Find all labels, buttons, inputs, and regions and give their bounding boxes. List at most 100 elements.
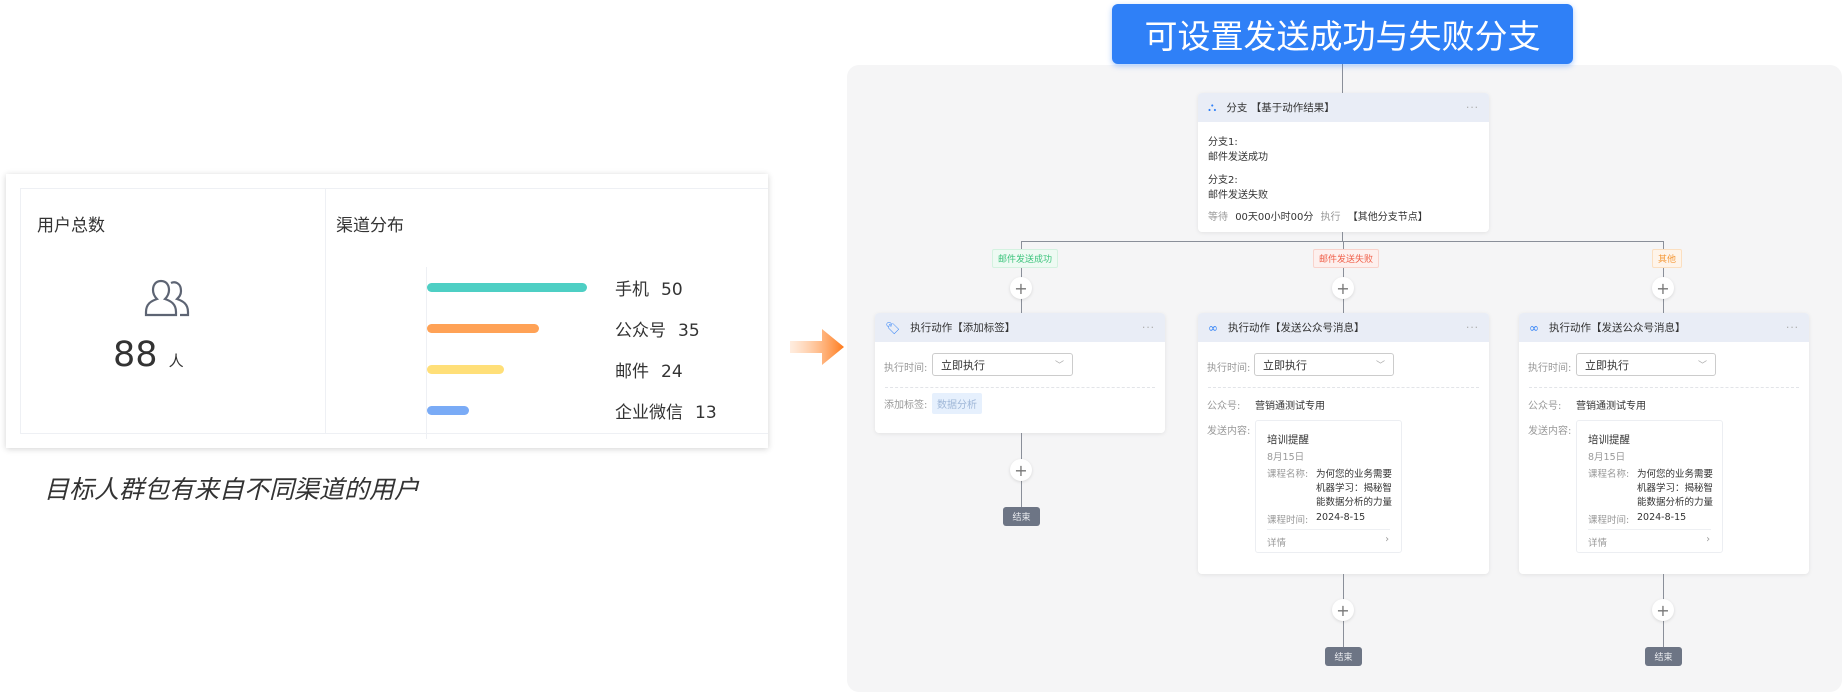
bar-label: 公众号 35 bbox=[615, 316, 700, 341]
action-send-message-node[interactable]: ∞ 执行动作【发送公众号消息】 ··· 执行时间: 立即执行 ﹀ 公众号: 营销通测试… bbox=[1198, 313, 1489, 574]
more-icon[interactable]: ··· bbox=[1141, 321, 1155, 334]
exec-time-select[interactable]: 立即执行 ﹀ bbox=[932, 353, 1073, 376]
course-line: 机器学习：揭秘智 bbox=[1316, 483, 1393, 494]
node-title: 执行动作【发送公众号消息】 bbox=[1549, 322, 1686, 334]
bar-公众号 bbox=[427, 324, 539, 333]
end-node[interactable]: 结束 bbox=[1325, 647, 1362, 666]
channel-distribution-title: 渠道分布 bbox=[336, 216, 404, 236]
add-node-button[interactable]: + bbox=[1332, 277, 1354, 299]
arrow-right-icon bbox=[790, 327, 846, 371]
total-count: 88 bbox=[113, 335, 158, 375]
branch-node-title: 分支 【基于动作结果】 bbox=[1226, 102, 1335, 114]
wechat-icon: ∞ bbox=[1208, 320, 1218, 335]
node-title: 执行动作【发送公众号消息】 bbox=[1228, 322, 1365, 334]
caption: 目标人群包有来自不同渠道的用户 bbox=[44, 475, 420, 504]
exec-time-label: 执行时间: bbox=[1207, 363, 1251, 374]
account-value: 营销通测试专用 bbox=[1576, 401, 1646, 412]
more-icon[interactable]: ··· bbox=[1785, 321, 1799, 334]
select-value: 立即执行 bbox=[941, 358, 985, 372]
course-time-label: 课程时间: bbox=[1588, 515, 1630, 526]
msg-title: 培训提醒 bbox=[1588, 434, 1630, 446]
account-label: 公众号: bbox=[1207, 401, 1241, 412]
end-node[interactable]: 结束 bbox=[1003, 507, 1040, 526]
course-time-label: 课程时间: bbox=[1267, 515, 1309, 526]
wait-value: 00天00小时00分 bbox=[1235, 212, 1314, 223]
exec-time-label: 执行时间: bbox=[1528, 363, 1572, 374]
course-line: 机器学习：揭秘智 bbox=[1637, 483, 1714, 494]
action-add-tag-node[interactable]: 🏷︎ 执行动作【添加标签】 ··· 执行时间: 立即执行 ﹀ 添加标签: 数据分析 bbox=[875, 313, 1165, 433]
chevron-down-icon: ﹀ bbox=[1054, 361, 1064, 371]
course-line: 为何您的业务需要 bbox=[1637, 469, 1714, 480]
banner-title: 可设置发送成功与失败分支 bbox=[1112, 4, 1573, 64]
detail-link[interactable]: 详情 bbox=[1267, 538, 1287, 549]
end-node[interactable]: 结束 bbox=[1645, 647, 1682, 666]
action-send-message-node[interactable]: ∞ 执行动作【发送公众号消息】 ··· 执行时间: 立即执行 ﹀ 公众号: 营销通测试… bbox=[1519, 313, 1809, 574]
total-unit: 人 bbox=[168, 352, 184, 370]
bar-手机 bbox=[427, 283, 587, 292]
account-label: 公众号: bbox=[1528, 401, 1562, 412]
course-time-value: 2024-8-15 bbox=[1637, 512, 1687, 523]
bar-邮件 bbox=[427, 365, 504, 374]
add-node-button[interactable]: + bbox=[1652, 599, 1674, 621]
message-preview[interactable]: 培训提醒 8月15日 课程名称: 为何您的业务需要 机器学习：揭秘智 能数据分析… bbox=[1576, 420, 1723, 553]
value-label: 13 bbox=[695, 403, 717, 423]
category-label: 邮件 bbox=[615, 362, 649, 382]
detail-link[interactable]: 详情 bbox=[1588, 538, 1608, 549]
users-icon bbox=[141, 277, 193, 325]
chevron-down-icon: ﹀ bbox=[1375, 361, 1385, 371]
node-title: 执行动作【添加标签】 bbox=[910, 322, 1016, 334]
more-icon[interactable]: ··· bbox=[1465, 101, 1479, 114]
exec-time-select[interactable]: 立即执行 ﹀ bbox=[1254, 353, 1394, 376]
exec-time-label: 执行时间: bbox=[884, 363, 928, 374]
tag-label: 添加标签: bbox=[884, 400, 928, 411]
select-value: 立即执行 bbox=[1263, 358, 1307, 372]
total-users-value: 88 人 bbox=[113, 335, 184, 375]
content-label: 发送内容: bbox=[1207, 426, 1251, 437]
course-line: 为何您的业务需要 bbox=[1316, 469, 1393, 480]
value-label: 24 bbox=[661, 362, 683, 382]
bar-label: 企业微信 13 bbox=[615, 398, 717, 423]
content-label: 发送内容: bbox=[1528, 426, 1572, 437]
category-label: 企业微信 bbox=[615, 403, 683, 423]
course-label: 课程名称: bbox=[1267, 469, 1309, 480]
add-node-button[interactable]: + bbox=[1332, 599, 1354, 621]
msg-date: 8月15日 bbox=[1588, 452, 1626, 463]
chevron-right-icon[interactable]: › bbox=[1706, 534, 1710, 545]
branch1-label: 分支1: bbox=[1208, 137, 1238, 148]
msg-title: 培训提醒 bbox=[1267, 434, 1309, 446]
bar-label: 邮件 24 bbox=[615, 357, 683, 382]
add-node-button[interactable]: + bbox=[1652, 277, 1674, 299]
branch2-label: 分支2: bbox=[1208, 175, 1238, 186]
select-value: 立即执行 bbox=[1585, 358, 1629, 372]
branch-tag-other: 其他 bbox=[1652, 249, 1683, 268]
total-users-title: 用户总数 bbox=[37, 216, 105, 236]
branch-node[interactable]: ⛬分支 【基于动作结果】··· 分支1: 邮件发送成功 分支2: 邮件发送失败 … bbox=[1198, 93, 1489, 232]
chevron-down-icon: ﹀ bbox=[1697, 361, 1707, 371]
tag-chip: 数据分析 bbox=[932, 393, 982, 414]
chevron-right-icon[interactable]: › bbox=[1385, 534, 1389, 545]
branch-tag-success: 邮件发送成功 bbox=[992, 249, 1059, 268]
tag-icon: 🏷︎ bbox=[885, 320, 901, 335]
category-label: 手机 bbox=[615, 280, 649, 300]
more-icon[interactable]: ··· bbox=[1465, 321, 1479, 334]
course-line: 能数据分析的力量 bbox=[1316, 497, 1393, 508]
category-label: 公众号 bbox=[615, 321, 666, 341]
value-label: 35 bbox=[678, 321, 700, 341]
branch2-value: 邮件发送失败 bbox=[1208, 190, 1268, 201]
chart-axis bbox=[426, 267, 427, 439]
bar-企业微信 bbox=[427, 406, 469, 415]
course-time-value: 2024-8-15 bbox=[1316, 512, 1366, 523]
exec-time-select[interactable]: 立即执行 ﹀ bbox=[1576, 353, 1716, 376]
branch-icon: ⛬ bbox=[1208, 100, 1217, 114]
msg-date: 8月15日 bbox=[1267, 452, 1305, 463]
add-node-button[interactable]: + bbox=[1010, 277, 1032, 299]
panel-divider bbox=[325, 189, 326, 433]
course-label: 课程名称: bbox=[1588, 469, 1630, 480]
wechat-icon: ∞ bbox=[1529, 320, 1539, 335]
account-value: 营销通测试专用 bbox=[1255, 401, 1325, 412]
message-preview[interactable]: 培训提醒 8月15日 课程名称: 为何您的业务需要 机器学习：揭秘智 能数据分析… bbox=[1255, 420, 1402, 553]
exec-label: 执行 bbox=[1320, 212, 1341, 223]
add-node-button[interactable]: + bbox=[1010, 459, 1032, 481]
